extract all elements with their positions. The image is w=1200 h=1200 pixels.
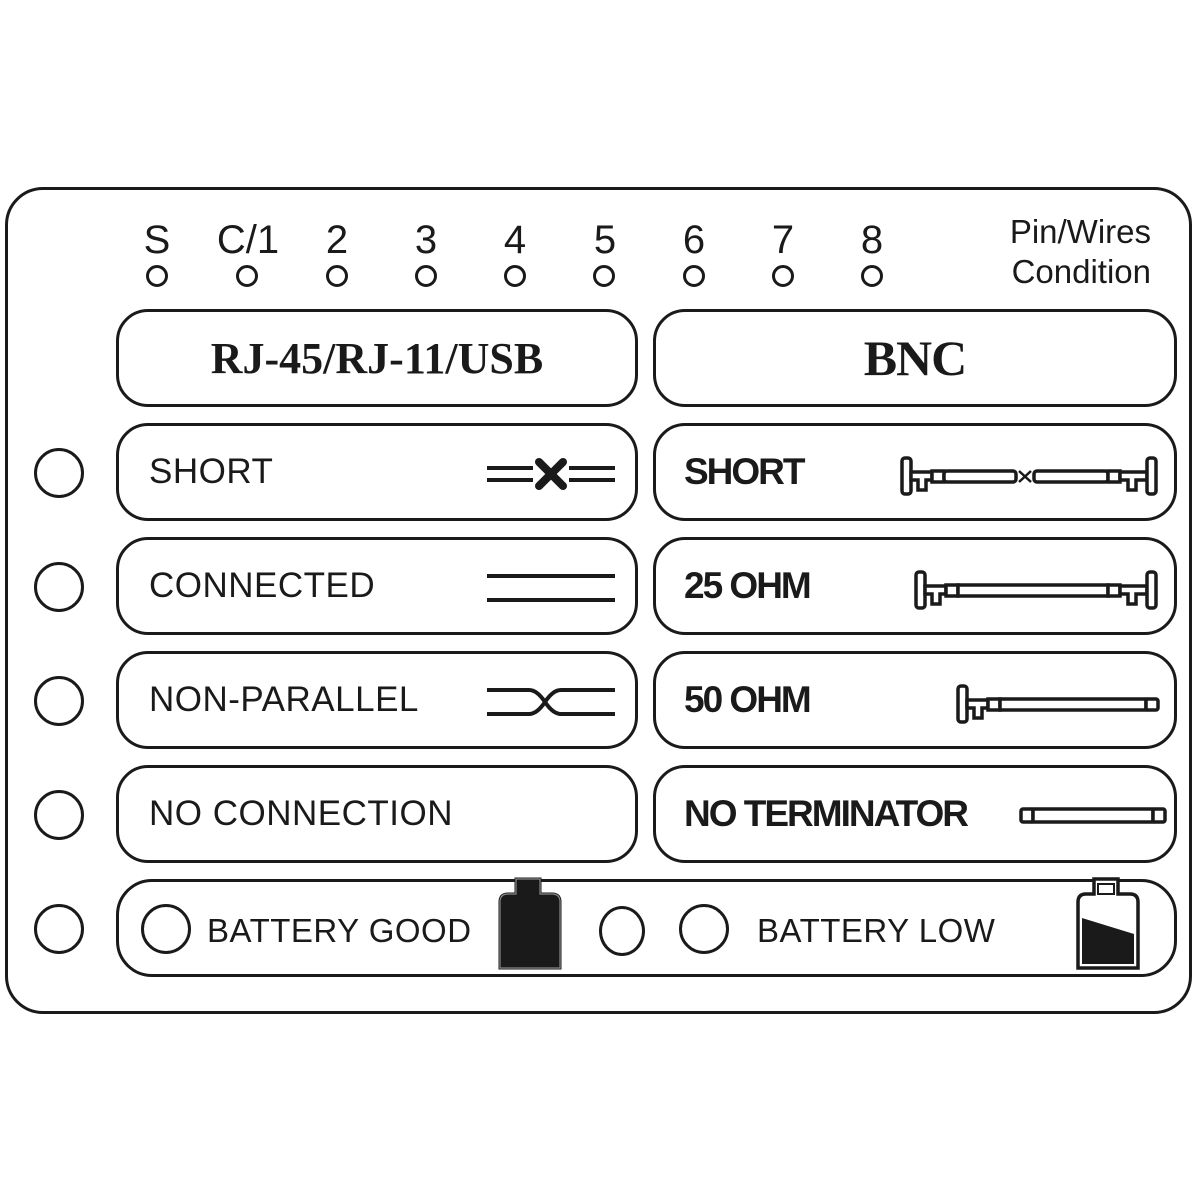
pin-led-4 xyxy=(504,265,526,287)
battery-good-led xyxy=(141,904,191,954)
battery-good-label: BATTERY GOOD xyxy=(207,912,472,949)
status-50-ohm: 50 OHM xyxy=(653,651,1177,749)
status-non-parallel: NON-PARALLEL xyxy=(116,651,638,749)
status-no-terminator-label: NO TERMINATOR xyxy=(684,793,969,834)
bnc-no-terminator-icon xyxy=(1019,807,1167,824)
battery-status-bar: BATTERY GOOD BATTERY LOW xyxy=(116,877,1177,977)
status-25-ohm: 25 OHM xyxy=(653,537,1177,635)
pin-wires-legend: Pin/Wires Condition xyxy=(1010,212,1151,292)
crossed-wire-icon xyxy=(487,688,615,716)
header-rj45: RJ-45/RJ-11/USB xyxy=(116,309,638,407)
status-no-terminator: NO TERMINATOR xyxy=(653,765,1177,863)
pin-label-3: 3 xyxy=(414,218,438,262)
battery-full-icon xyxy=(498,877,562,970)
header-bnc-label: BNC xyxy=(863,330,968,386)
legend-line-2: Condition xyxy=(1011,253,1151,290)
row-led-connected xyxy=(34,562,84,612)
pin-label-s: S xyxy=(143,218,171,262)
row-led-short xyxy=(34,448,84,498)
status-non-parallel-label: NON-PARALLEL xyxy=(149,680,419,719)
pin-label-2: 2 xyxy=(325,218,349,262)
pin-label-4: 4 xyxy=(503,218,527,262)
bnc-short-icon xyxy=(900,456,1158,496)
pin-led-c1 xyxy=(236,265,258,287)
status-bnc-short: SHORT xyxy=(653,423,1177,521)
pin-led-3 xyxy=(415,265,437,287)
status-25-ohm-label: 25 OHM xyxy=(684,565,812,606)
pin-led-8 xyxy=(861,265,883,287)
legend-line-1: Pin/Wires xyxy=(1009,213,1151,250)
status-connected: CONNECTED xyxy=(116,537,638,635)
status-no-connection: NO CONNECTION xyxy=(116,765,638,863)
pin-label-c1: C/1 xyxy=(216,218,280,262)
status-short-label: SHORT xyxy=(149,452,274,491)
pin-label-6: 6 xyxy=(682,218,706,262)
row-led-non-parallel xyxy=(34,676,84,726)
pin-label-5: 5 xyxy=(593,218,617,262)
pin-led-s xyxy=(146,265,168,287)
row-led-battery xyxy=(34,904,84,954)
status-bnc-short-label: SHORT xyxy=(684,451,805,492)
bnc-50-ohm-icon xyxy=(956,684,1160,724)
status-short: SHORT xyxy=(116,423,638,521)
pin-led-5 xyxy=(593,265,615,287)
header-bnc: BNC xyxy=(653,309,1177,407)
status-50-ohm-label: 50 OHM xyxy=(684,679,812,720)
status-connected-label: CONNECTED xyxy=(149,566,376,605)
battery-middle-led xyxy=(599,906,645,956)
pin-label-8: 8 xyxy=(860,218,884,262)
bnc-25-ohm-icon xyxy=(914,570,1158,610)
row-led-no-connection xyxy=(34,790,84,840)
connected-wire-icon xyxy=(487,574,615,602)
short-wire-icon xyxy=(487,458,615,490)
pin-led-2 xyxy=(326,265,348,287)
battery-low-icon xyxy=(1076,877,1140,970)
battery-low-label: BATTERY LOW xyxy=(757,912,996,949)
pin-label-7: 7 xyxy=(771,218,795,262)
status-no-connection-label: NO CONNECTION xyxy=(149,794,453,833)
tester-panel xyxy=(5,187,1192,1014)
pin-led-7 xyxy=(772,265,794,287)
header-rj45-label: RJ-45/RJ-11/USB xyxy=(210,333,544,383)
battery-low-led xyxy=(679,904,729,954)
pin-led-6 xyxy=(683,265,705,287)
